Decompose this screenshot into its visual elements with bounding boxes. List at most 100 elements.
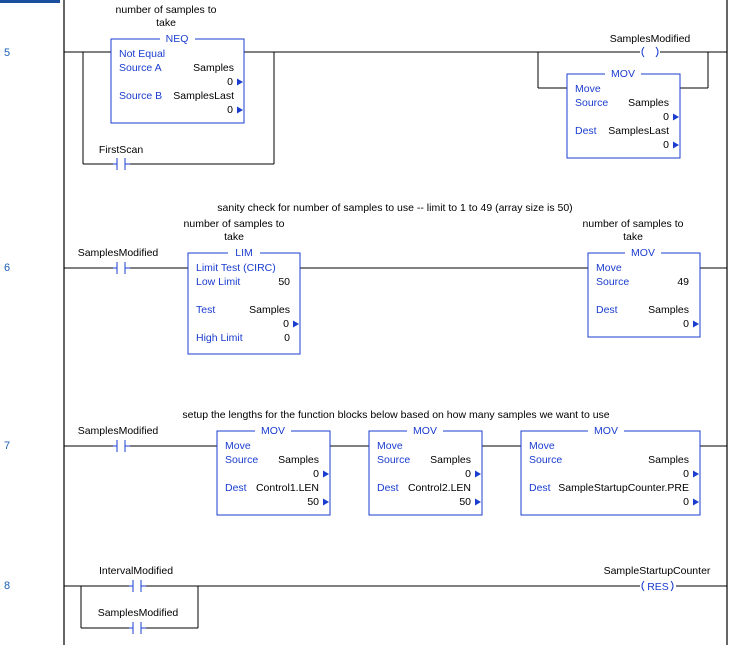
lim-title: Limit Test (CIRC)	[196, 262, 276, 274]
coil-tag: SamplesModified	[610, 33, 691, 45]
value-arrow-icon	[693, 320, 699, 328]
contact-tag: IntervalModified	[99, 565, 173, 577]
mov-source-label: Source	[377, 454, 410, 466]
mov-comment-line1: number of samples to	[583, 218, 684, 230]
lim-instruction[interactable]: LIM Limit Test (CIRC) Low Limit 50 Test …	[187, 247, 301, 355]
value-arrow-icon	[673, 113, 679, 121]
mov-title: Move	[377, 440, 403, 452]
value-arrow-icon	[237, 106, 243, 114]
lim-comment-line2: take	[224, 231, 244, 243]
mov-title: Move	[225, 440, 251, 452]
mov-source-value[interactable]: 49	[677, 276, 689, 288]
value-arrow-icon	[323, 498, 329, 506]
mov-source-value: 0	[663, 111, 669, 123]
interval-modified-contact[interactable]: IntervalModified	[99, 565, 173, 592]
mov-source-label: Source	[575, 97, 608, 109]
mov-instruction[interactable]: MOV Move Source 49 Dest Samples 0	[587, 247, 701, 338]
samples-modified-coil[interactable]: SamplesModified	[610, 33, 691, 58]
value-arrow-icon	[475, 498, 481, 506]
lim-high-label: High Limit	[196, 332, 243, 344]
value-arrow-icon	[693, 470, 699, 478]
mov-dest-tag[interactable]: Control1.LEN	[256, 482, 319, 494]
mov-dest-tag[interactable]: SampleStartupCounter.PRE	[558, 482, 689, 494]
selection-marker	[0, 0, 60, 3]
samples-modified-contact[interactable]: SamplesModified	[98, 607, 179, 634]
mov-source-tag[interactable]: Samples	[430, 454, 471, 466]
rung-7[interactable]: 7 setup the lengths for the function blo…	[4, 409, 727, 516]
rung-number: 7	[4, 440, 10, 452]
mov-dest-value: 50	[459, 496, 471, 508]
mov-source-label: Source	[596, 276, 629, 288]
neq-title: Not Equal	[119, 48, 165, 60]
mov-instruction[interactable]: MOV Move Source Samples 0 Dest SamplesLa…	[566, 68, 681, 159]
lim-mnemonic: LIM	[235, 247, 253, 259]
mov-source-tag[interactable]: Samples	[278, 454, 319, 466]
mov-dest-value: 0	[663, 139, 669, 151]
mov-source-tag[interactable]: Samples	[628, 97, 669, 109]
mov-dest-label: Dest	[575, 125, 597, 137]
neq-instruction[interactable]: NEQ Not Equal Source A Samples 0 Source …	[110, 33, 245, 124]
samples-modified-contact[interactable]: SamplesModified	[78, 247, 159, 274]
rung-8[interactable]: 8 IntervalModified SamplesModified Sampl…	[4, 565, 727, 634]
mov-source-label: Source	[225, 454, 258, 466]
lim-low-value[interactable]: 50	[278, 276, 290, 288]
mov-source-value: 0	[683, 468, 689, 480]
neq-source-a-value: 0	[227, 76, 233, 88]
rung-number: 8	[4, 580, 10, 592]
contact-tag: SamplesModified	[78, 247, 159, 259]
mov-mnemonic: MOV	[261, 425, 285, 437]
neq-source-b-label: Source B	[119, 90, 162, 102]
mov-source-value: 0	[465, 468, 471, 480]
contact-tag: SamplesModified	[98, 607, 179, 619]
lim-high-value[interactable]: 0	[284, 332, 290, 344]
neq-source-a-tag[interactable]: Samples	[193, 62, 234, 74]
mov-source-value: 0	[313, 468, 319, 480]
mov-instruction-2[interactable]: MOV Move Source Samples 0 Dest Control2.…	[368, 425, 483, 516]
mov-mnemonic: MOV	[631, 247, 655, 259]
mov-mnemonic: MOV	[611, 68, 635, 80]
mov-dest-label: Dest	[596, 304, 618, 316]
mov-instruction-1[interactable]: MOV Move Source Samples 0 Dest Control1.…	[216, 425, 331, 516]
res-coil[interactable]: SampleStartupCounter RES	[604, 565, 711, 593]
mov-dest-tag[interactable]: Samples	[648, 304, 689, 316]
mov-dest-tag[interactable]: SamplesLast	[608, 125, 669, 137]
value-arrow-icon	[475, 470, 481, 478]
rung-6[interactable]: 6 sanity check for number of samples to …	[4, 202, 727, 355]
rung-number: 5	[4, 47, 10, 59]
neq-mnemonic: NEQ	[166, 33, 189, 45]
mov-title: Move	[575, 83, 601, 95]
rung-number: 6	[4, 262, 10, 274]
rung-5[interactable]: 5 number of samples to take NEQ Not Equa…	[4, 4, 727, 170]
mov-comment-line2: take	[623, 231, 643, 243]
first-scan-contact[interactable]: FirstScan	[99, 144, 144, 170]
lim-test-label: Test	[196, 304, 215, 316]
lim-test-tag[interactable]: Samples	[249, 304, 290, 316]
neq-comment-line1: number of samples to	[116, 4, 217, 16]
samples-modified-contact[interactable]: SamplesModified	[78, 425, 159, 452]
neq-source-a-label: Source A	[119, 62, 162, 74]
mov-dest-label: Dest	[377, 482, 399, 494]
mov-title: Move	[596, 262, 622, 274]
value-arrow-icon	[693, 498, 699, 506]
mov-source-label: Source	[529, 454, 562, 466]
neq-source-b-value: 0	[227, 104, 233, 116]
value-arrow-icon	[293, 320, 299, 328]
value-arrow-icon	[673, 141, 679, 149]
mov-instruction-3[interactable]: MOV Move Source Samples 0 Dest SampleSta…	[520, 425, 701, 516]
coil-tag: SampleStartupCounter	[604, 565, 711, 577]
lim-comment-line1: number of samples to	[184, 218, 285, 230]
mov-dest-label: Dest	[225, 482, 247, 494]
mov-dest-value: 0	[683, 496, 689, 508]
mov-dest-value: 0	[683, 318, 689, 330]
mov-dest-label: Dest	[529, 482, 551, 494]
rung-comment: sanity check for number of samples to us…	[217, 202, 572, 214]
mov-source-tag[interactable]: Samples	[648, 454, 689, 466]
lim-test-value: 0	[283, 318, 289, 330]
mov-dest-tag[interactable]: Control2.LEN	[408, 482, 471, 494]
mov-title: Move	[529, 440, 555, 452]
first-scan-tag: FirstScan	[99, 144, 144, 156]
value-arrow-icon	[323, 470, 329, 478]
neq-source-b-tag[interactable]: SamplesLast	[173, 90, 234, 102]
contact-tag: SamplesModified	[78, 425, 159, 437]
